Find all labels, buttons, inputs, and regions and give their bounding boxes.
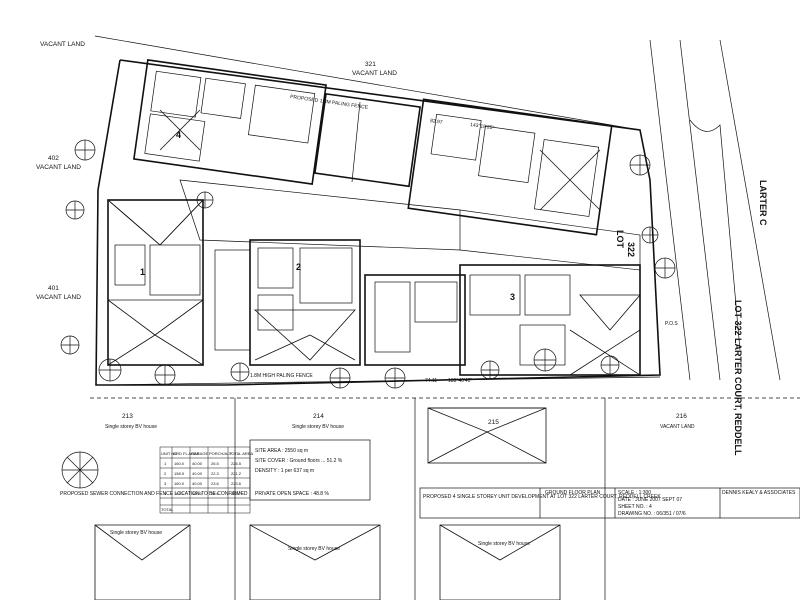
table-cell: 40.00 xyxy=(192,491,203,496)
table-header-garage: GARAGE xyxy=(191,451,208,456)
lot-216-number: 216 xyxy=(676,413,687,420)
project-title: PROPOSED 4 SINGLE STOREY UNIT DEVELOPMEN… xyxy=(423,494,661,500)
lot-402-label: VACANT LAND xyxy=(36,164,81,171)
table-header-unit: UNIT NO xyxy=(161,451,177,456)
south-fence-note: 1.8M HIGH PALING FENCE xyxy=(250,373,313,379)
unit-1-plan xyxy=(106,199,204,366)
lot-321-label: VACANT LAND xyxy=(352,70,397,77)
unit-3-plan xyxy=(364,264,641,376)
left-note: PROPOSED SEWER CONNECTION AND FENCE LOCA… xyxy=(60,491,248,497)
unit-1-number: 1 xyxy=(140,267,145,277)
lot-213-text: Single storey BV house xyxy=(105,424,157,430)
lot-214-number: 214 xyxy=(313,413,324,420)
table-header-porch: PORCH/ALF xyxy=(209,451,232,456)
street-edge xyxy=(649,39,781,381)
site-coverage: SITE COVER : Ground floors ... 51.2 % xyxy=(255,458,343,464)
north-bearing: 143°18'25" xyxy=(470,122,495,131)
site-density: DENSITY : 1 per 637 sq m xyxy=(255,468,314,474)
title-scale: SCALE : 1:300 xyxy=(618,490,651,496)
table-cell: 223.6 xyxy=(231,481,242,486)
unit-table-text: UNIT NO GRD FL AREA GARAGE PORCH/ALF TOT… xyxy=(161,451,253,512)
table-cell: 40.00 xyxy=(192,471,203,476)
title-sheet: SHEET NO. : 4 xyxy=(618,504,652,510)
lot-401-number: 401 xyxy=(48,285,59,292)
unit-area-table xyxy=(159,446,251,514)
bottom-house-1: Single storey BV house xyxy=(110,530,162,536)
unit-4-plan xyxy=(133,59,327,185)
table-cell: 4 xyxy=(164,491,167,496)
table-cell: 2 xyxy=(164,471,167,476)
table-cell: 40.00 xyxy=(192,481,203,486)
table-cell: 223.7 xyxy=(231,491,242,496)
unit-3-number: 3 xyxy=(510,292,515,302)
table-cell: 158.9 xyxy=(174,471,185,476)
bottom-house-3: Single storey BV house xyxy=(478,541,530,547)
lot-small-label: LOT xyxy=(615,230,625,248)
street-name: LARTER C xyxy=(758,180,768,226)
lot-top-left-label: VACANT LAND xyxy=(40,41,85,48)
site-open-space: PRIVATE OPEN SPACE : 48.8 % xyxy=(255,491,329,497)
street-lot-label: LOT 322 LARTER COURT, REDDELL xyxy=(733,300,743,456)
lot-402-number: 402 xyxy=(48,155,59,162)
lot-321-number: 321 xyxy=(365,61,376,68)
table-header-total: TOTAL AREA xyxy=(229,451,253,456)
lot-214-text: Single storey BV house xyxy=(292,424,344,430)
table-total-label: TOTAL xyxy=(161,507,174,512)
lot-small-number: 322 xyxy=(626,242,636,257)
bottom-house-2: Single storey BV house xyxy=(288,546,340,552)
unit-2-number: 2 xyxy=(296,262,301,272)
lot-401-label: VACANT LAND xyxy=(36,294,81,301)
north-dimension: 82.97 xyxy=(430,118,443,126)
site-boundary xyxy=(90,35,800,399)
south-bearing: 133°46'40" xyxy=(448,378,472,384)
south-dimension: 74.11 xyxy=(425,378,437,384)
pos-label: P.O.S xyxy=(665,321,678,327)
table-cell: 221.2 xyxy=(231,471,242,476)
table-cell: 40.00 xyxy=(192,461,203,466)
table-cell: 161.1 xyxy=(174,491,185,496)
table-cell: 160.0 xyxy=(174,481,185,486)
table-cell: 226.5 xyxy=(231,461,242,466)
table-cell: 1 xyxy=(164,461,167,466)
table-cell: 3 xyxy=(164,481,167,486)
table-cell: 23.6 xyxy=(211,481,220,486)
table-cell: 160.0 xyxy=(174,461,185,466)
north-fence-note: PROPOSED 1.8M PALING FENCE xyxy=(290,94,369,111)
table-cell: 22.6 xyxy=(211,491,220,496)
trees xyxy=(60,139,676,489)
lot-213-number: 213 xyxy=(122,413,133,420)
table-cell: 26.5 xyxy=(211,461,220,466)
table-cell: 22.3 xyxy=(211,471,220,476)
lot-215-number: 215 xyxy=(488,419,499,426)
unit-4-number: 4 xyxy=(176,130,181,140)
title-firm: DENNIS KEALY & ASSOCIATES xyxy=(722,490,796,496)
site-area: SITE AREA : 2550 sq m xyxy=(255,448,308,454)
drawing-title: GROUND FLOOR PLAN xyxy=(545,490,601,496)
title-block-frame xyxy=(419,487,800,519)
lot-216-text: VACANT LAND xyxy=(660,424,695,430)
driveway xyxy=(179,179,641,271)
table-header-area: GRD FL AREA xyxy=(173,451,200,456)
title-date: DATE : JUNE 2007 SEPT 07 xyxy=(618,497,682,503)
garage-block-top xyxy=(313,92,613,236)
unit-2-plan xyxy=(214,239,361,366)
title-drawing-no: DRAWING NO. : 06/351 / 07/6 xyxy=(618,511,686,517)
